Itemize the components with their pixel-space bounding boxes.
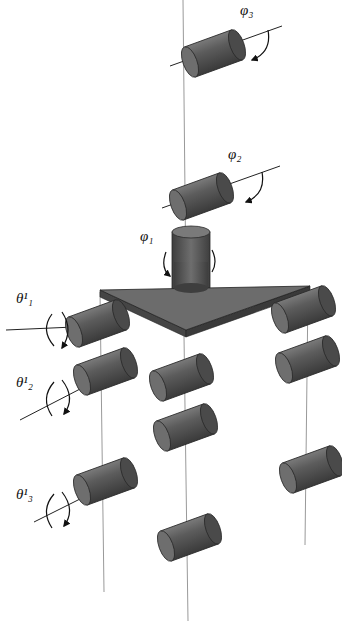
joint-label: θ¹₂ [16, 374, 33, 391]
joint-label: φ₂ [228, 146, 242, 163]
joint-label: φ₁ [140, 228, 154, 245]
joint-label: φ₃ [240, 2, 254, 19]
joint-label: θ¹₁ [16, 290, 33, 307]
joint-label: θ¹₃ [16, 486, 33, 503]
